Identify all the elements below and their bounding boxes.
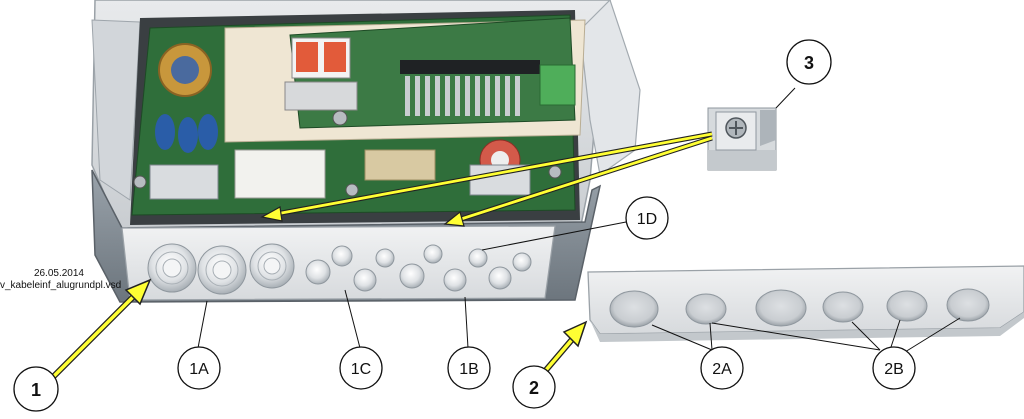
arrow-3-left: [260, 131, 713, 222]
cable-entry-plate-removed: [587, 265, 1024, 342]
cable-entry-plate-installed: [121, 225, 556, 301]
callout-label: 1A: [189, 361, 209, 378]
file-name: v_kabeleinf_alugrundpl.vsd: [0, 280, 122, 291]
callout-label: 1: [31, 380, 41, 400]
callout-1a: 1A: [177, 346, 221, 390]
arrow-3-right: [443, 135, 713, 227]
callout-2: 2: [512, 365, 556, 409]
large-cable-gland: [197, 245, 247, 295]
arrow-2: [543, 320, 588, 372]
screw-detail-inset: [707, 107, 777, 171]
callout-1b: 1B: [447, 346, 491, 390]
callout-label: 2: [529, 378, 539, 398]
callout-3: 3: [786, 39, 832, 85]
callout-1c: 1C: [339, 346, 383, 390]
pointer-arrows: [49, 131, 713, 381]
callout-label: 2A: [712, 361, 732, 378]
leader-lines: [197, 87, 961, 353]
callout-label: 1B: [459, 361, 479, 378]
large-cable-gland: [249, 243, 295, 289]
callout-2b: 2B: [872, 346, 916, 390]
callout-label: 1D: [637, 211, 657, 228]
large-cable-gland: [147, 243, 197, 293]
callout-label: 3: [804, 53, 814, 73]
arrow-1: [49, 278, 152, 381]
file-date: 26.05.2014: [33, 268, 84, 279]
callout-1: 1: [13, 366, 59, 412]
callout-2a: 2A: [700, 346, 744, 390]
callout-1d: 1D: [625, 196, 669, 240]
callout-label: 1C: [351, 361, 371, 378]
callout-label: 2B: [884, 361, 904, 378]
small-cable-glands: [305, 244, 532, 292]
